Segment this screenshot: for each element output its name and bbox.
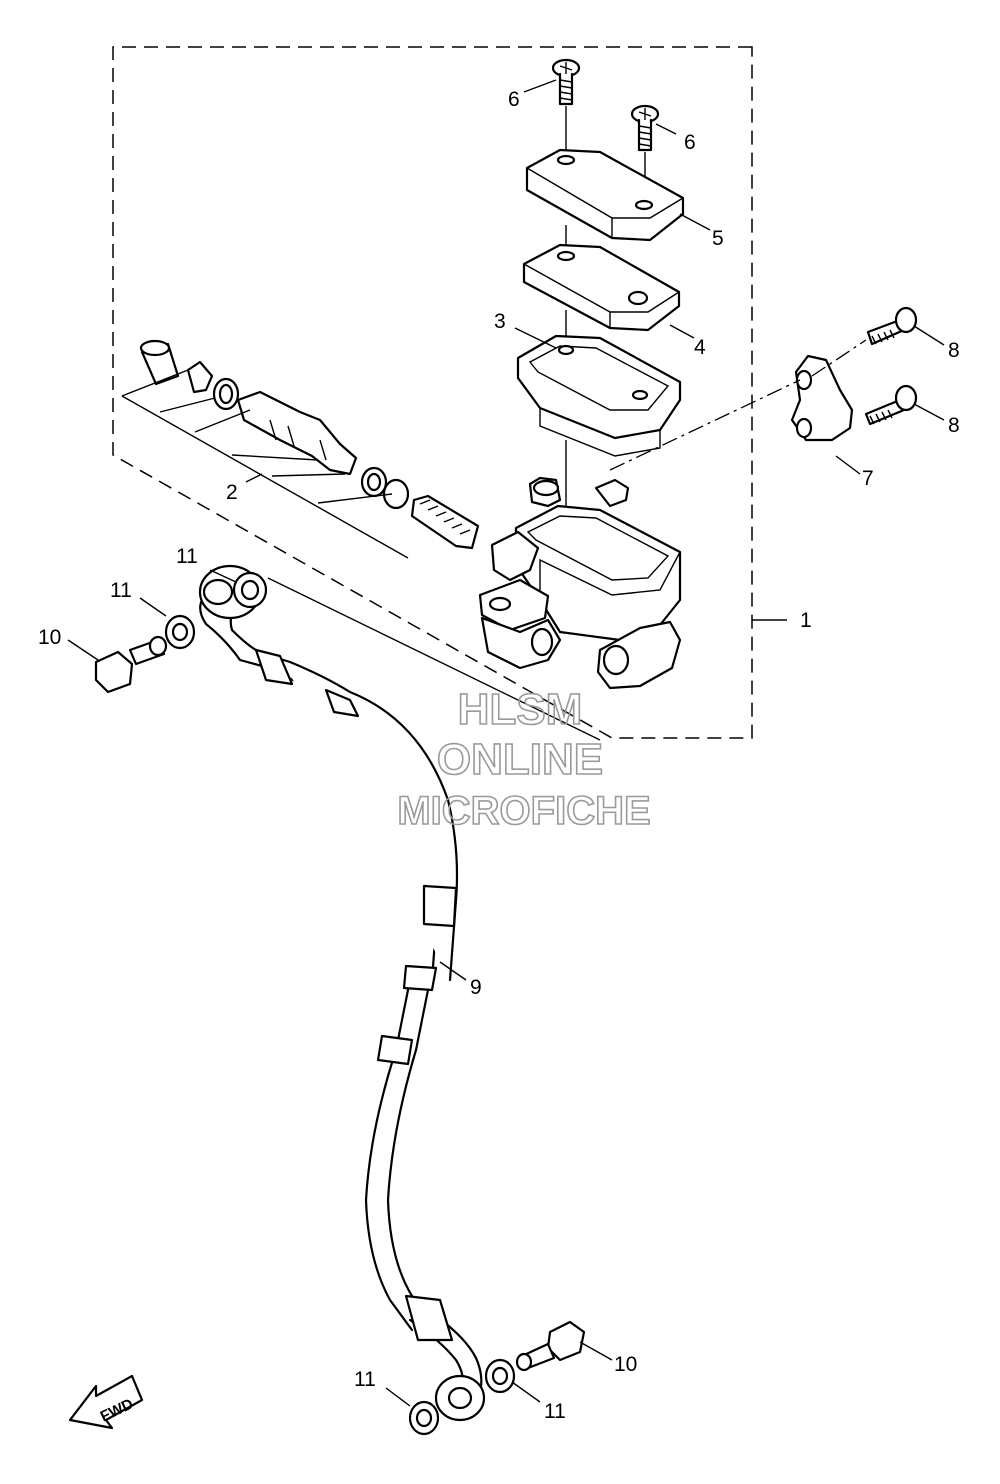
- reservoir-cap-screw-left: [551, 58, 581, 106]
- reservoir-cap: [525, 148, 685, 242]
- master-cylinder-body: [478, 476, 682, 690]
- callout-5: 5: [712, 227, 724, 250]
- callout-8-lower: 8: [948, 414, 960, 437]
- union-bolt-lower: [515, 1320, 586, 1372]
- union-bolt-upper: [94, 635, 168, 694]
- callout-10-lower: 10: [614, 1353, 637, 1376]
- callout-1: 1: [800, 609, 812, 632]
- clamp-bolt-upper: [866, 306, 918, 346]
- copper-washer-c: [408, 1400, 440, 1436]
- watermark: HLSM ONLINE MICROFICHE: [397, 684, 652, 834]
- diaphragm-plate: [522, 243, 681, 332]
- watermark-line-1: HLSM: [458, 685, 583, 734]
- callout-leaders: [67, 79, 945, 1407]
- watermark-line-3: MICROFICHE: [397, 789, 650, 833]
- forward-direction-arrow-icon: FWD: [68, 1374, 144, 1430]
- copper-washer-d: [484, 1358, 516, 1394]
- callout-11-top: 11: [176, 545, 198, 568]
- callout-6-right: 6: [684, 131, 696, 154]
- callout-10-upper: 10: [38, 626, 61, 649]
- reservoir-cap-screw-right: [630, 104, 660, 152]
- clamp-bolt-lower: [864, 384, 918, 426]
- assembly-boundary: [112, 46, 753, 739]
- callout-6-left: 6: [508, 88, 520, 111]
- callout-11-left: 11: [110, 579, 132, 602]
- diaphragm: [516, 334, 682, 457]
- callout-9: 9: [470, 976, 482, 999]
- callout-8-upper: 8: [948, 339, 960, 362]
- watermark-line-2: ONLINE: [437, 735, 603, 784]
- callout-11-bottom-left: 11: [354, 1368, 376, 1391]
- callout-3: 3: [494, 310, 506, 333]
- piston-kit: [139, 339, 480, 550]
- copper-washer-b: [164, 614, 196, 650]
- callout-2: 2: [226, 481, 238, 504]
- callout-11-bottom-right: 11: [544, 1400, 566, 1423]
- callout-4: 4: [694, 336, 706, 359]
- brake-hose: [198, 564, 486, 1422]
- handlebar-clamp: [790, 354, 854, 442]
- piston-kit-leaders: [121, 369, 409, 559]
- callout-7: 7: [862, 467, 874, 490]
- copper-washer-a: [232, 571, 268, 609]
